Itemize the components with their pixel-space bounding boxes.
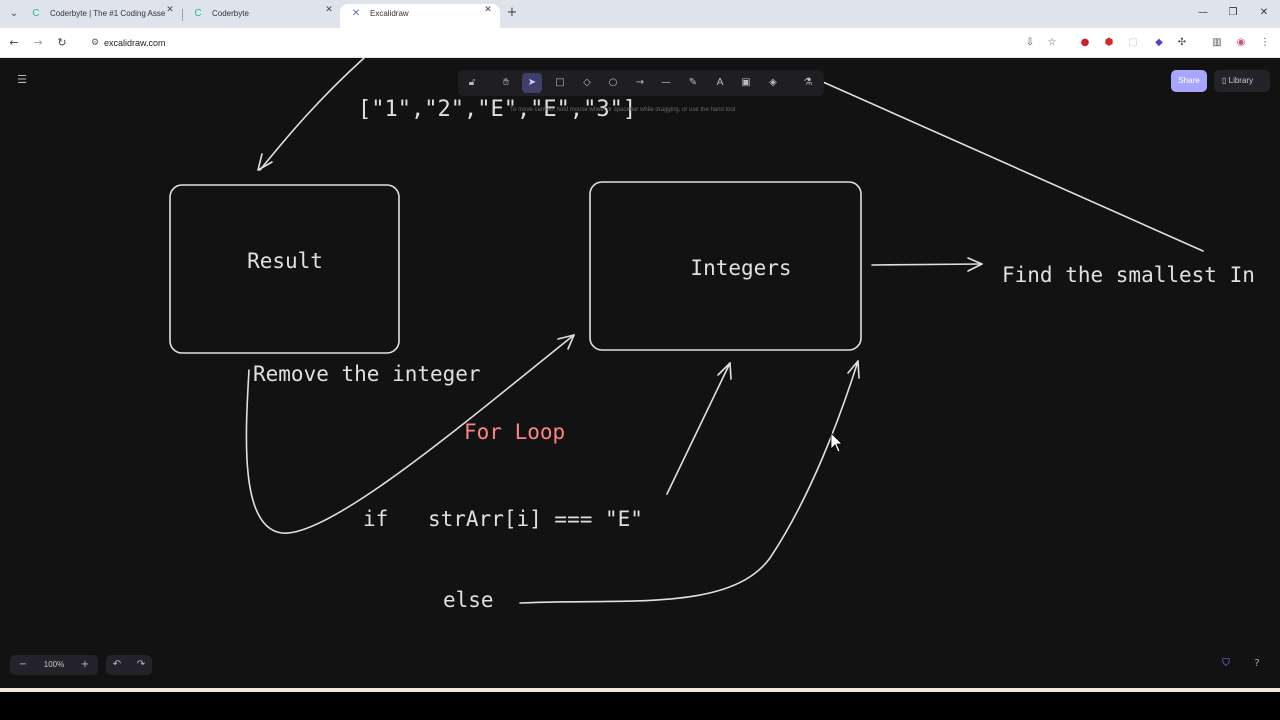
shield-icon[interactable]: ⛉ [1222,658,1230,669]
arrowhead [967,257,983,272]
integers-label[interactable]: Integers [690,256,791,280]
drawing-svg: ["1","2","E","E","3"] Result Integers Fi… [169,58,1255,612]
tab-title: Coderbyte [212,9,249,18]
image-icon[interactable]: ▣ [741,77,751,88]
ellipse-icon[interactable]: ○ [608,77,618,88]
tab-coderbyte-2[interactable]: C Coderbyte [182,4,338,28]
zoom-level[interactable]: 100% [43,660,65,669]
arrow-icon[interactable]: → [635,77,645,88]
restore-icon[interactable]: ❐ [1228,7,1238,18]
loop-curve[interactable] [245,334,575,534]
lock-icon[interactable]: 🔓︎ [468,77,476,88]
integers-box[interactable] [589,181,862,351]
forward-icon[interactable]: → [33,36,43,49]
zoom-out-icon[interactable]: − [18,659,28,670]
hand-icon[interactable]: ✋︎ [503,77,509,88]
canvas-hint: To move canvas, hold mouse wheel or spac… [510,107,736,113]
coderbyte-icon: C [194,8,202,19]
browser-toolbar: ← → ↻ ⚙ excalidraw.com ⇩ ☆ ● ⬢ ▢ ◆ ✣ ▥ ◉… [0,28,1280,58]
tab-title: Coderbyte | The #1 Coding Asse [50,9,166,18]
extension-adblock-icon[interactable]: ⬢ [1104,37,1114,48]
arrowhead [557,334,575,350]
library-button[interactable]: ▯ Library [1214,70,1270,92]
minimize-icon[interactable]: — [1198,7,1208,18]
profile-avatar-icon[interactable]: ◉ [1236,37,1246,48]
diamond-icon[interactable]: ◇ [583,77,591,88]
close-icon[interactable]: ✕ [325,5,333,15]
else-label[interactable]: else [443,588,494,612]
close-icon[interactable]: ✕ [484,5,492,15]
undo-icon[interactable]: ↶ [112,659,122,670]
line-top-right[interactable] [822,81,1204,252]
for-loop-label[interactable]: For Loop [464,420,565,444]
url-text: excalidraw.com [104,38,166,48]
find-smallest-label[interactable]: Find the smallest In [1002,263,1255,287]
pencil-icon[interactable]: ✎ [688,77,698,88]
ai-tools-icon[interactable]: ⚗ [803,77,813,88]
extension-blank-icon[interactable]: ▢ [1128,37,1138,48]
install-app-icon[interactable]: ⇩ [1025,37,1035,48]
extensions-puzzle-icon[interactable]: ✣ [1177,37,1187,48]
arrowhead [847,360,860,379]
mouse-cursor-icon [830,432,843,453]
hamburger-menu-icon[interactable]: ☰ [17,73,27,86]
redo-icon[interactable]: ↷ [136,659,146,670]
help-icon[interactable]: ? [1254,658,1260,669]
arrowhead [257,153,273,171]
excalidraw-canvas[interactable]: ["1","2","E","E","3"] Result Integers Fi… [0,58,1280,688]
extension-opera-icon[interactable]: ● [1080,37,1090,48]
tab-coderbyte-1[interactable]: C Coderbyte | The #1 Coding Asse [20,4,180,28]
rectangle-icon[interactable]: □ [555,77,565,88]
else-curve[interactable] [519,360,859,604]
zoom-in-icon[interactable]: + [80,659,90,670]
tab-excalidraw[interactable]: ✕ Excalidraw [340,4,500,28]
condition-label[interactable]: strArr[i] === "E" [428,507,643,531]
tab-strip: ⌄ C Coderbyte | The #1 Coding Asse ✕ C C… [0,0,1280,28]
bottom-strip [0,688,1280,692]
line-icon[interactable]: — [661,77,671,88]
coderbyte-icon: C [32,8,40,19]
result-label[interactable]: Result [247,249,323,273]
arrow-to-result[interactable] [259,58,365,171]
arrow-to-find[interactable] [871,263,983,266]
if-label[interactable]: if [363,507,388,531]
shape-toolbar: 🔓︎ ✋︎ ➤ □ ◇ ○ → — ✎ A ▣ ◈ ⚗ [458,70,824,96]
side-panel-icon[interactable]: ▥ [1212,37,1222,48]
tab-separator [182,9,183,21]
new-tab-icon[interactable]: + [506,5,518,20]
zoom-controls: − 100% + [10,655,98,675]
site-info-icon[interactable]: ⚙ [90,38,100,48]
tab-search-icon[interactable]: ⌄ [9,8,19,19]
share-button[interactable]: Share [1171,70,1207,92]
eraser-icon[interactable]: ◈ [769,77,777,88]
arrowhead [717,362,732,380]
result-box[interactable] [169,184,400,354]
library-icon: ▯ [1222,76,1229,85]
arrow-condition[interactable] [666,362,731,495]
excalidraw-icon: ✕ [351,8,361,19]
window-close-icon[interactable]: ✕ [1259,7,1269,18]
selection-icon[interactable]: ➤ [522,73,542,93]
library-label: Library [1228,76,1254,85]
extension-badge-icon[interactable]: ◆ [1155,37,1163,48]
close-icon[interactable]: ✕ [166,5,174,15]
remove-integer-label[interactable]: Remove the integer [253,362,481,386]
back-icon[interactable]: ← [9,36,19,49]
text-icon[interactable]: A [716,77,724,88]
reload-icon[interactable]: ↻ [57,36,67,49]
bookmark-star-icon[interactable]: ☆ [1047,37,1057,48]
browser-menu-icon[interactable]: ⋮ [1260,37,1270,48]
history-controls: ↶ ↷ [106,655,152,675]
array-text[interactable]: ["1","2","E","E","3"] [358,97,636,122]
address-bar[interactable]: ⚙ excalidraw.com [80,32,1080,54]
tab-title: Excalidraw [370,9,409,18]
